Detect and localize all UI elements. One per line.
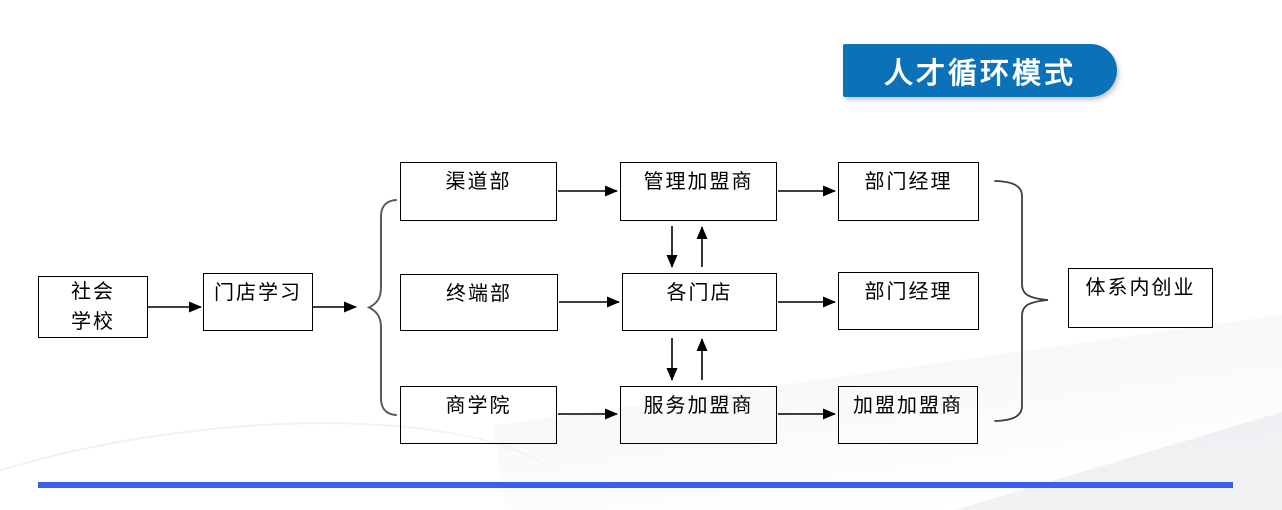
bottom-accent-line <box>38 482 1233 488</box>
node-manage-franchisees: 管理加盟商 <box>620 162 777 221</box>
node-business-school: 商学院 <box>400 386 557 444</box>
node-terminal-dept: 终端部 <box>400 274 558 331</box>
node-each-store: 各门店 <box>622 273 777 331</box>
title-banner-label: 人才循环模式 <box>883 57 1076 90</box>
node-dept-manager-2: 部门经理 <box>838 272 979 330</box>
node-dept-manager-1: 部门经理 <box>838 162 979 221</box>
right-brace <box>994 180 1049 422</box>
left-brace <box>366 199 397 416</box>
node-store-learning: 门店学习 <box>203 273 313 331</box>
node-franchise-franchisees: 加盟加盟商 <box>838 386 978 444</box>
node-channel-dept: 渠道部 <box>400 162 557 221</box>
node-service-franchisees: 服务加盟商 <box>620 386 777 444</box>
node-social-school: 社会 学校 <box>38 276 148 338</box>
node-in-system-entrepreneurship: 体系内创业 <box>1068 268 1213 328</box>
title-banner: 人才循环模式 <box>843 44 1117 97</box>
